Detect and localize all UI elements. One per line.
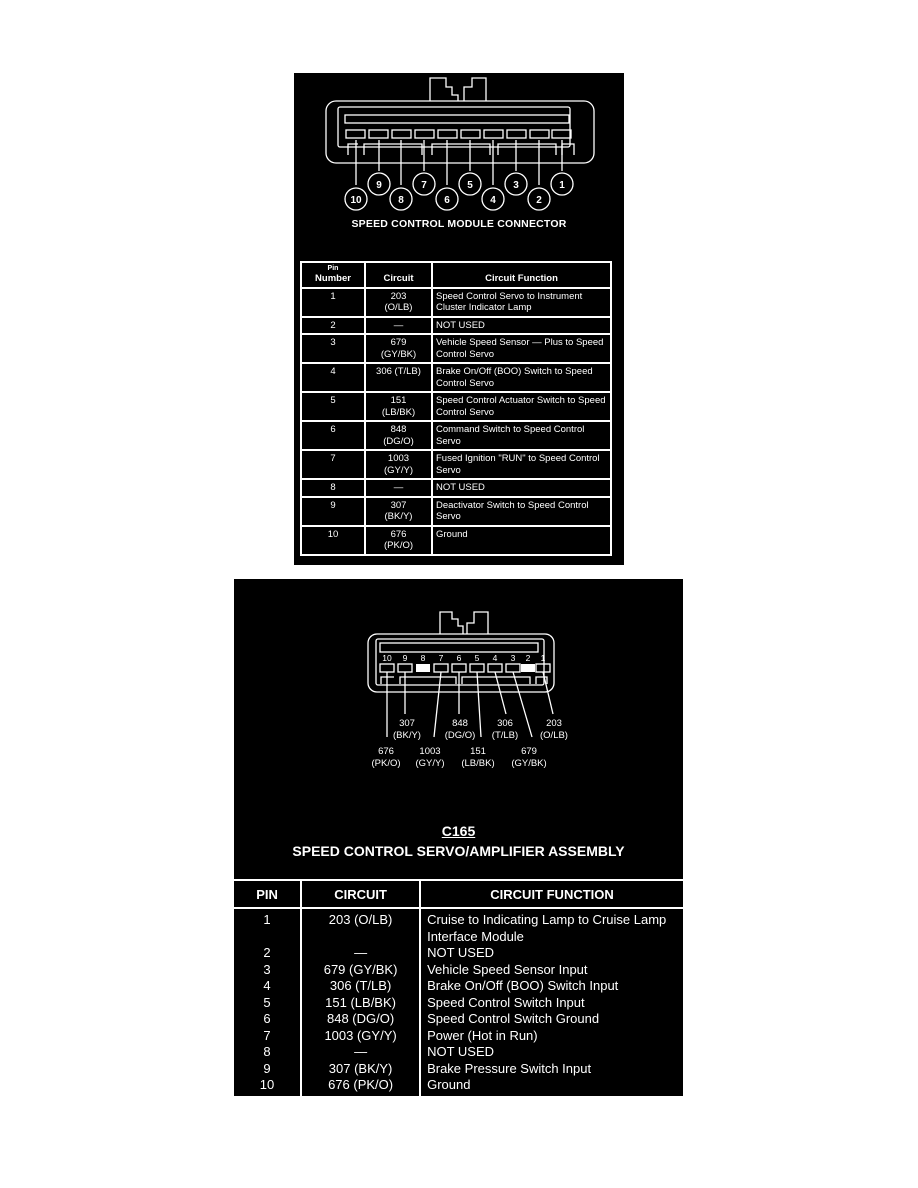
svg-text:6: 6: [457, 653, 462, 663]
wire-label-203: 203(O/LB): [540, 718, 568, 741]
table-row: 8—NOT USED: [234, 1044, 683, 1061]
callout-2: 2: [536, 195, 542, 206]
servo-assembly-title: SPEED CONTROL SERVO/AMPLIFIER ASSEMBLY: [292, 843, 625, 859]
header-circuit-function: Circuit Function: [431, 261, 612, 289]
callout-5: 5: [467, 180, 473, 191]
header-pin: PIN: [234, 879, 302, 909]
table-row: 2—NOT USED: [300, 315, 612, 335]
module-connector-panel: 10 9 8 7 6 5 4 3 2 1 SPEED CONTROL MODUL…: [294, 73, 624, 565]
callout-6: 6: [444, 195, 450, 206]
callout-10: 10: [350, 195, 362, 206]
callout-4: 4: [490, 195, 496, 206]
header-circuit: CIRCUIT: [300, 879, 421, 909]
servo-connector-diagram: 10 9 8 7 6 5 4 3 2 1: [367, 611, 555, 738]
table-row: 8—NOT USED: [300, 478, 612, 498]
svg-text:7: 7: [439, 653, 444, 663]
callout-7: 7: [421, 180, 427, 191]
svg-text:3: 3: [511, 653, 516, 663]
svg-text:8: 8: [421, 653, 426, 663]
wire-label-679: 679(GY/BK): [511, 746, 547, 769]
callout-1: 1: [559, 180, 565, 191]
wire-label-151: 151(LB/BK): [461, 746, 495, 769]
wire-label-848: 848(DG/O): [444, 718, 476, 741]
callout-9: 9: [376, 180, 382, 191]
wire-label-676: 676(PK/O): [371, 746, 401, 769]
svg-text:5: 5: [475, 653, 480, 663]
svg-text:10: 10: [382, 653, 392, 663]
module-connector-diagram: 10 9 8 7 6 5 4 3 2 1: [325, 77, 595, 211]
wire-label-307: 307(BK/Y): [393, 718, 421, 741]
svg-text:9: 9: [403, 653, 408, 663]
table-header-row: PIN CIRCUIT CIRCUIT FUNCTION: [234, 879, 683, 909]
wire-label-306: 306(T/LB): [491, 718, 519, 741]
svg-text:2: 2: [526, 653, 531, 663]
callout-8: 8: [398, 195, 404, 206]
connector-code: C165: [441, 823, 476, 839]
wire-label-1003: 1003(GY/Y): [415, 746, 445, 769]
header-circuit: Circuit: [364, 261, 433, 289]
table-row: 2—NOT USED: [234, 945, 683, 962]
svg-text:4: 4: [493, 653, 498, 663]
servo-assembly-panel: 10 9 8 7 6 5 4 3 2 1 307(BK/Y) 848(DG/O)…: [233, 578, 684, 1100]
header-circuit-function: CIRCUIT FUNCTION: [419, 879, 683, 909]
callout-3: 3: [513, 180, 519, 191]
module-connector-caption: SPEED CONTROL MODULE CONNECTOR: [351, 218, 567, 230]
svg-text:1: 1: [541, 653, 546, 663]
